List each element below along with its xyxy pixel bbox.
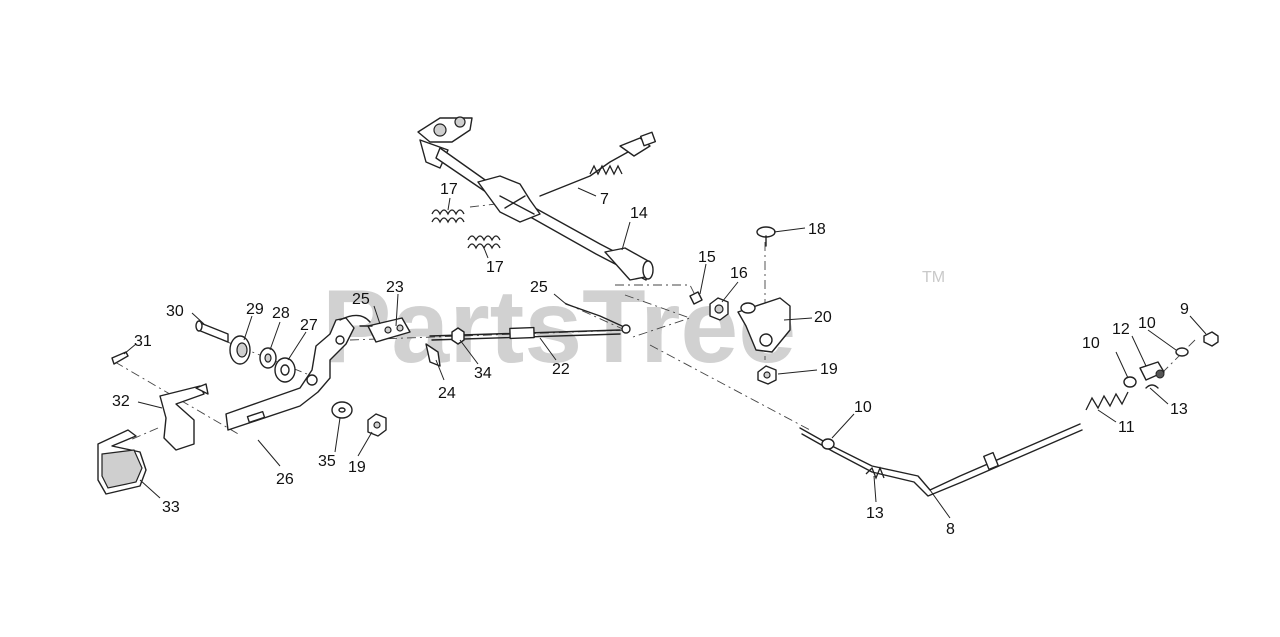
callout-20: 20 bbox=[814, 309, 832, 326]
part-14-cross-shaft bbox=[417, 116, 654, 281]
callout-32: 32 bbox=[112, 393, 130, 410]
watermark: PartsTree TM bbox=[322, 269, 945, 385]
callouts: 7 14 17 17 18 15 16 20 19 25 25 23 22 34… bbox=[112, 181, 1189, 538]
part-8-13-lower-rod bbox=[799, 331, 1219, 497]
part-31-33-pedal bbox=[97, 351, 209, 495]
part-18-20-bracket bbox=[689, 226, 791, 385]
callout-28: 28 bbox=[272, 305, 290, 322]
callout-17: 17 bbox=[440, 181, 458, 198]
watermark-trademark: TM bbox=[922, 269, 945, 286]
callout-12: 12 bbox=[1112, 321, 1130, 338]
callout-15: 15 bbox=[698, 249, 716, 266]
callout-8: 8 bbox=[946, 521, 955, 538]
leader-lines bbox=[123, 187, 1207, 519]
callout-19: 19 bbox=[820, 361, 838, 378]
callout-10: 10 bbox=[854, 399, 872, 416]
callout-10: 10 bbox=[1082, 335, 1100, 352]
callout-26: 26 bbox=[276, 471, 294, 488]
callout-10: 10 bbox=[1138, 315, 1156, 332]
callout-11: 11 bbox=[1118, 419, 1135, 436]
part-22-linkage-rod bbox=[359, 303, 631, 367]
part-7-control-rod bbox=[539, 131, 657, 197]
callout-22: 22 bbox=[552, 361, 570, 378]
callout-25: 25 bbox=[352, 291, 370, 308]
callout-30: 30 bbox=[166, 303, 184, 320]
callout-9: 9 bbox=[1180, 301, 1189, 318]
callout-7: 7 bbox=[600, 191, 609, 208]
callout-16: 16 bbox=[730, 265, 748, 282]
callout-13: 13 bbox=[1170, 401, 1188, 418]
callout-34: 34 bbox=[474, 365, 492, 382]
callout-24: 24 bbox=[438, 385, 456, 402]
callout-18: 18 bbox=[808, 221, 826, 238]
callout-14: 14 bbox=[630, 205, 648, 222]
part-17-springs bbox=[431, 209, 501, 250]
part-35-19-hardware bbox=[331, 401, 387, 437]
part-26-pedal-arm bbox=[225, 314, 371, 431]
callout-29: 29 bbox=[246, 301, 264, 318]
callout-13: 13 bbox=[866, 505, 884, 522]
callout-23: 23 bbox=[386, 279, 404, 296]
callout-33: 33 bbox=[162, 499, 180, 516]
callout-27: 27 bbox=[300, 317, 318, 334]
callout-25: 25 bbox=[530, 279, 548, 296]
callout-17: 17 bbox=[486, 259, 504, 276]
callout-31: 31 bbox=[134, 333, 152, 350]
part-27-30-pivot-hardware bbox=[195, 320, 296, 383]
callout-19: 19 bbox=[348, 459, 366, 476]
callout-35: 35 bbox=[318, 453, 336, 470]
